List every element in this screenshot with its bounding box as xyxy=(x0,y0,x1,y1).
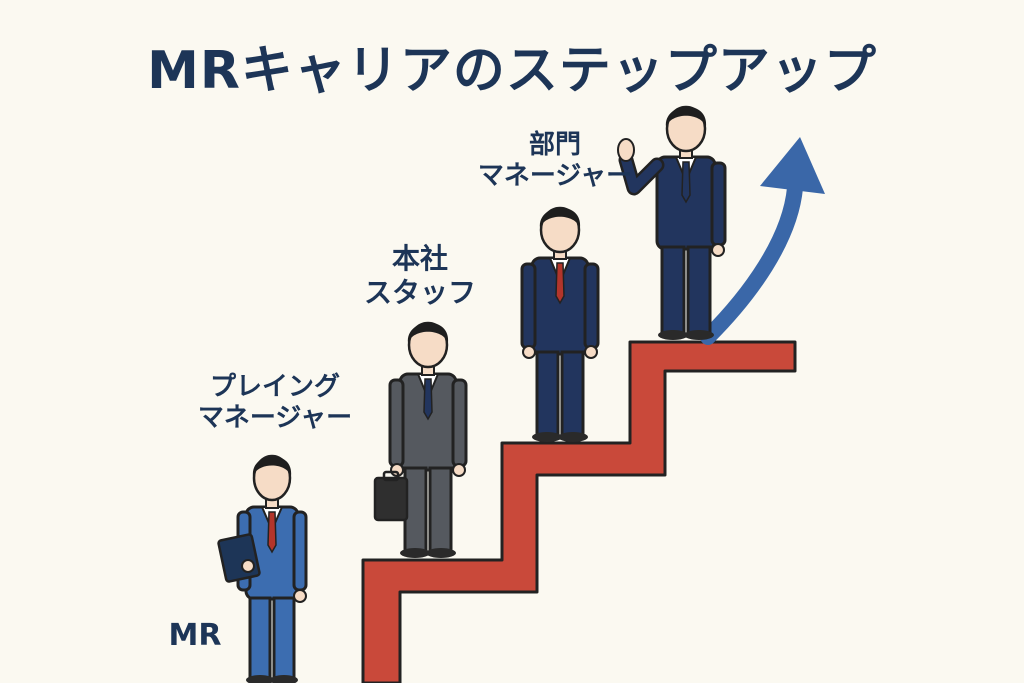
person-mr xyxy=(217,454,308,683)
staircase xyxy=(361,340,797,683)
stage-label-line1: プレイング xyxy=(209,372,340,402)
stage-label-line1: 本社 xyxy=(391,242,448,275)
briefcase-icon xyxy=(373,470,409,522)
stage-label-department-manager: 部門 マネージャー xyxy=(465,130,645,192)
stage-label-line1: 部門 xyxy=(528,130,581,160)
person-playing-manager xyxy=(373,321,468,558)
growth-arrow-icon xyxy=(700,137,825,345)
stage-label-line2: マネージャー xyxy=(197,403,353,434)
clipboard-icon xyxy=(217,533,261,583)
stage-label-mr: MR xyxy=(150,618,240,654)
page-title: MRキャリアのステップアップ xyxy=(147,41,877,101)
stage-label-line2: スタッフ xyxy=(363,275,476,309)
stage-label-line1: MR xyxy=(168,618,222,653)
stage-label-playing-manager: プレイング マネージャー xyxy=(185,372,365,434)
stage-label-head-office-staff: 本社 スタッフ xyxy=(355,242,485,309)
person-head-office-staff xyxy=(520,206,600,442)
stage-label-line2: マネージャー xyxy=(477,161,633,192)
person-department-manager xyxy=(617,105,727,340)
